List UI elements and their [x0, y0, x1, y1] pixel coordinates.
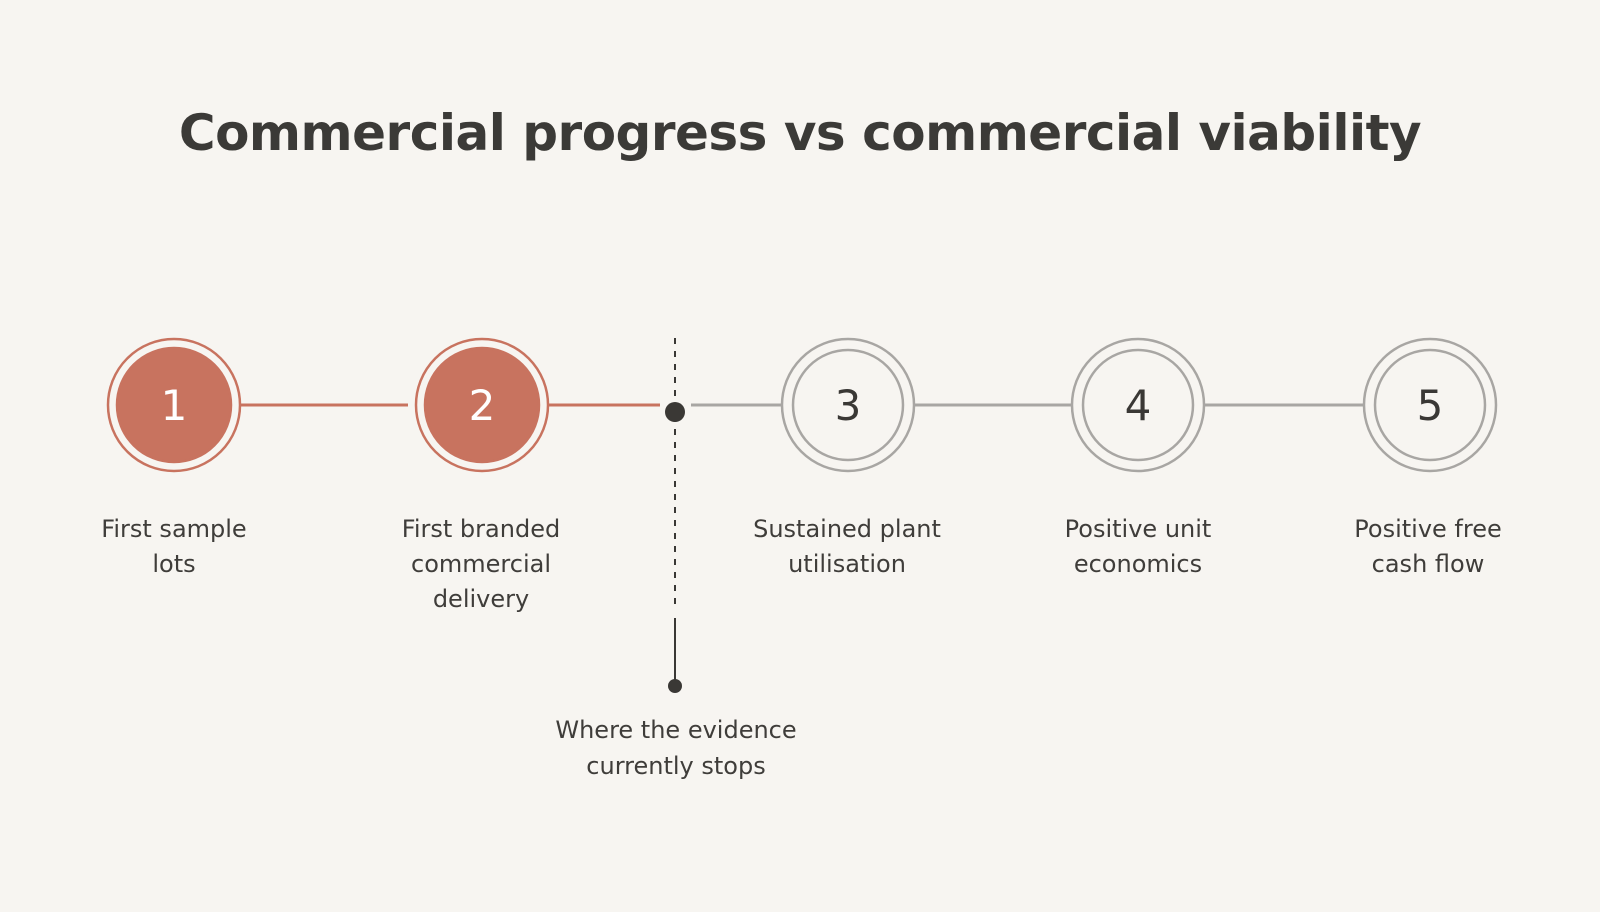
- step-label-2-line-3: delivery: [432, 585, 530, 613]
- step-3-node: 3: [780, 337, 916, 473]
- step-label-1: First sample lots: [54, 512, 294, 582]
- step-4-number: 4: [1125, 381, 1152, 430]
- step-label-2-line-2: commercial: [411, 550, 551, 578]
- step-label-1-line-1: First sample: [101, 515, 247, 543]
- evidence-marker-label-line-1: Where the evidence: [555, 716, 797, 744]
- step-label-3-line-2: utilisation: [788, 550, 906, 578]
- step-1-node: 1: [106, 337, 242, 473]
- step-label-1-line-2: lots: [152, 550, 196, 578]
- step-2-number: 2: [469, 381, 496, 430]
- step-1-inner-circle: [115, 346, 233, 464]
- step-label-5-line-1: Positive free: [1354, 515, 1502, 543]
- evidence-marker-label-line-2: currently stops: [586, 752, 766, 780]
- step-3-inner-circle: [791, 348, 905, 462]
- step-5-number: 5: [1417, 381, 1444, 430]
- step-5-node: 5: [1362, 337, 1498, 473]
- step-4-node: 4: [1070, 337, 1206, 473]
- evidence-marker-label: Where the evidence currently stops: [526, 712, 826, 784]
- step-label-2: First branded commercial delivery: [361, 512, 601, 617]
- step-2-inner-circle: [423, 346, 541, 464]
- step-label-4-line-1: Positive unit: [1064, 515, 1212, 543]
- step-4-inner-circle: [1081, 348, 1195, 462]
- step-label-4-line-2: economics: [1073, 550, 1203, 578]
- step-3-number: 3: [835, 381, 862, 430]
- evidence-marker-dot: [665, 402, 685, 422]
- step-1-number: 1: [161, 381, 188, 430]
- step-label-5: Positive free cash flow: [1308, 512, 1548, 582]
- step-2-node: 2: [414, 337, 550, 473]
- page-title: Commercial progress vs commercial viabil…: [178, 104, 1422, 162]
- steps-group: 1 2 3 4 5: [106, 337, 1498, 473]
- step-5-inner-circle: [1373, 348, 1487, 462]
- step-label-5-line-2: cash flow: [1371, 550, 1485, 578]
- step-label-3-line-1: Sustained plant: [753, 515, 941, 543]
- step-label-4: Positive unit economics: [1018, 512, 1258, 582]
- step-label-2-line-1: First branded: [401, 515, 561, 543]
- evidence-marker-end-dot: [668, 679, 682, 693]
- step-label-3: Sustained plant utilisation: [727, 512, 967, 582]
